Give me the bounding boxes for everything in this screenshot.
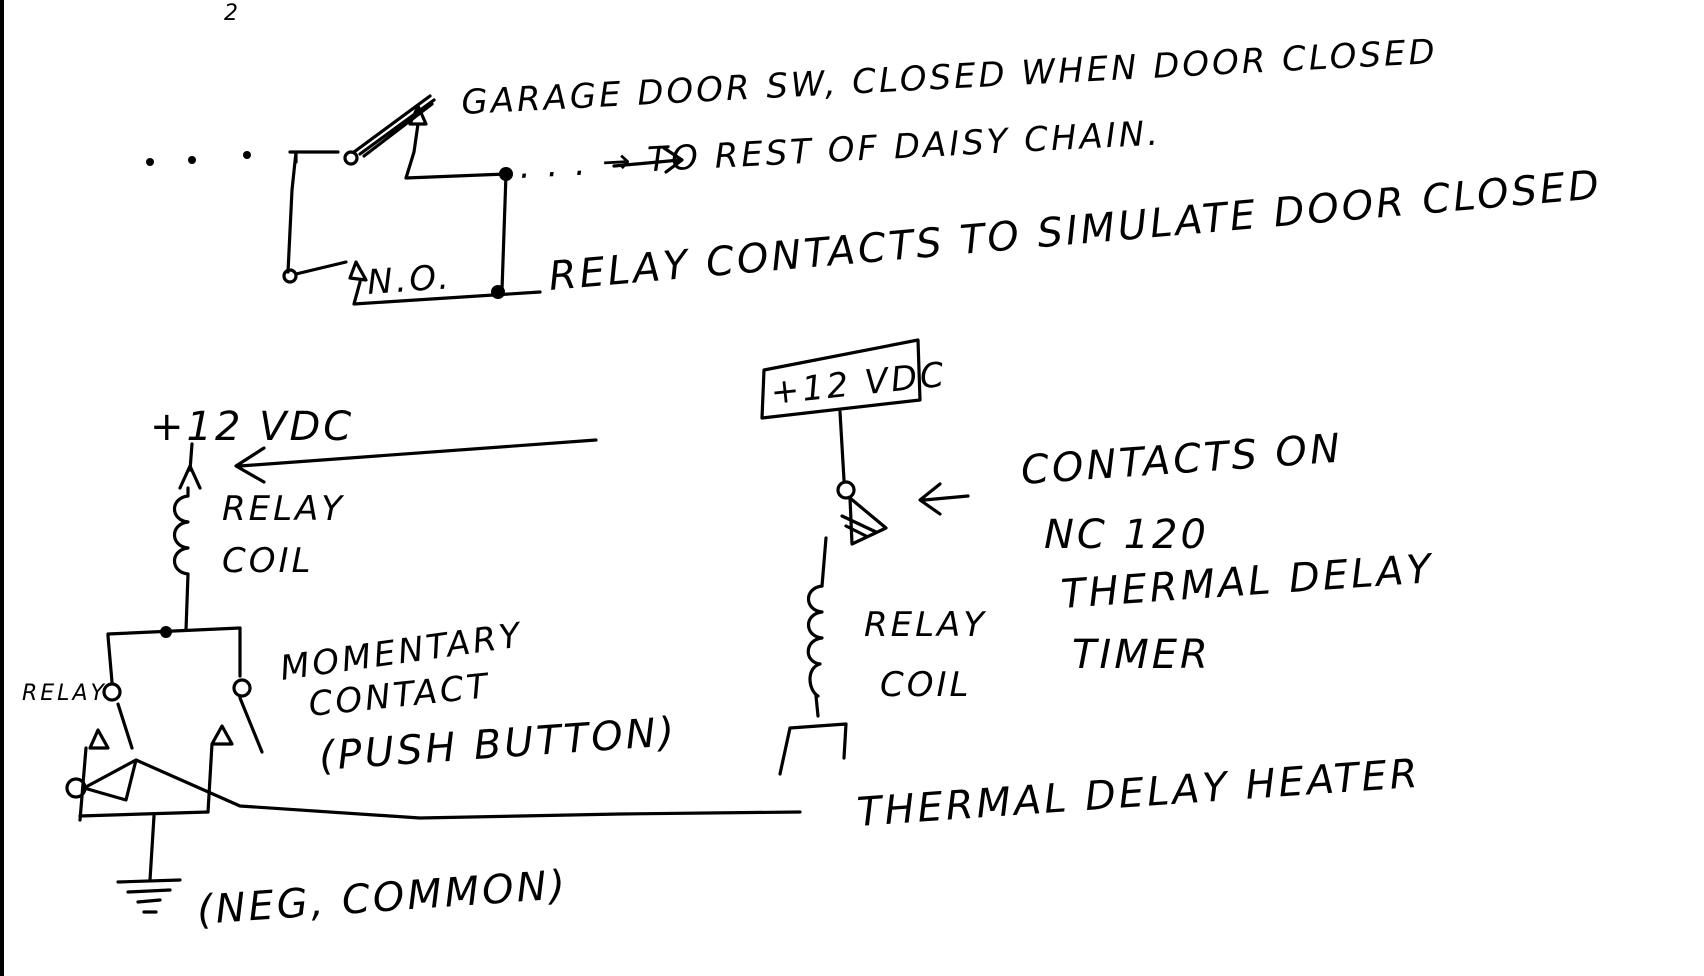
parallel-branch-top: [106, 626, 242, 678]
timer-contact-wire: [820, 536, 828, 588]
daisy-chain-arrow: [612, 146, 684, 174]
relay-coil-right-label-2: COIL: [880, 665, 971, 705]
contacts-on-label-4: TIMER: [1072, 632, 1211, 678]
supply-right-box: [760, 338, 922, 420]
relay-contact-blade: [294, 260, 348, 276]
heater-label: THERMAL DELAY HEATER: [855, 751, 1421, 836]
door-switch-blade: [352, 94, 436, 158]
garage-door-switch-label: GARAGE DOOR SW, CLOSED WHEN DOOR CLOSED: [460, 32, 1438, 123]
lead-in-dot-1: [146, 158, 154, 166]
relay-coil-right-label-1: RELAY: [864, 605, 987, 645]
supply-right-wire: [838, 410, 846, 482]
ground-symbol: [116, 878, 182, 914]
supply-left-label: +12 VDC: [150, 404, 354, 450]
relay-contacts-label: RELAY CONTACTS TO SIMULATE DOOR CLOSED: [547, 162, 1604, 300]
relay-coil-right: [806, 584, 824, 698]
relay-contact-stop: [348, 260, 542, 306]
garage-door-switch-section: GARAGE DOOR SW, CLOSED WHEN DOOR CLOSED …: [146, 32, 1604, 306]
left-margin-bar: [0, 0, 4, 976]
wire-left-rail: [286, 150, 340, 274]
pushbutton-blade: [206, 696, 264, 814]
thermal-delay-section: +12 VDC RELAY COIL CONTACTS ON NC 120 TH…: [760, 338, 1436, 836]
junction-dot-bottom: [491, 285, 505, 299]
contacts-on-label-1: CONTACTS ON: [1019, 426, 1344, 494]
ground-label: (NEG, COMMON): [195, 862, 569, 934]
heater-contact-arrow: [82, 758, 802, 820]
timer-contact-terminal: [836, 480, 856, 500]
timer-contact-blade: [840, 496, 888, 546]
relay-contact-terminal: [282, 268, 298, 284]
supply-left-stub: [178, 442, 202, 490]
indicator-arrow-right: [918, 482, 970, 516]
indicator-arrow-left: [234, 438, 598, 484]
door-switch-terminal: [343, 150, 359, 166]
pushbutton-terminal: [232, 678, 252, 698]
lead-in-dot-3: [243, 151, 251, 159]
relay-latch-section: +12 VDC RELAY COIL RELAY MOMENTARY CONTA…: [22, 404, 802, 934]
normally-open-label: N.O.: [366, 257, 453, 303]
relay-coil-left-label-2: COIL: [222, 541, 313, 581]
daisy-chain-label: . . . → TO REST OF DAISY CHAIN.: [518, 113, 1162, 187]
momentary-label-3: (PUSH BUTTON): [317, 709, 678, 780]
door-switch-contact: [404, 104, 508, 180]
bottom-bus: [78, 810, 210, 818]
page-mark: 2: [224, 1, 241, 26]
ground-wire: [148, 814, 156, 882]
heater-element: [778, 694, 848, 776]
relay-side-label: RELAY: [22, 681, 107, 706]
lead-in-dot-2: [188, 156, 196, 164]
relay-branch-blade: [78, 702, 134, 822]
relay-branch-wire: [106, 634, 114, 684]
contacts-on-label-2: NC 120: [1044, 512, 1209, 558]
relay-branch-terminal: [102, 682, 122, 702]
relay-coil-left-label-1: RELAY: [222, 489, 345, 529]
wire-right-rail: [500, 172, 508, 292]
relay-coil-left: [172, 486, 190, 632]
